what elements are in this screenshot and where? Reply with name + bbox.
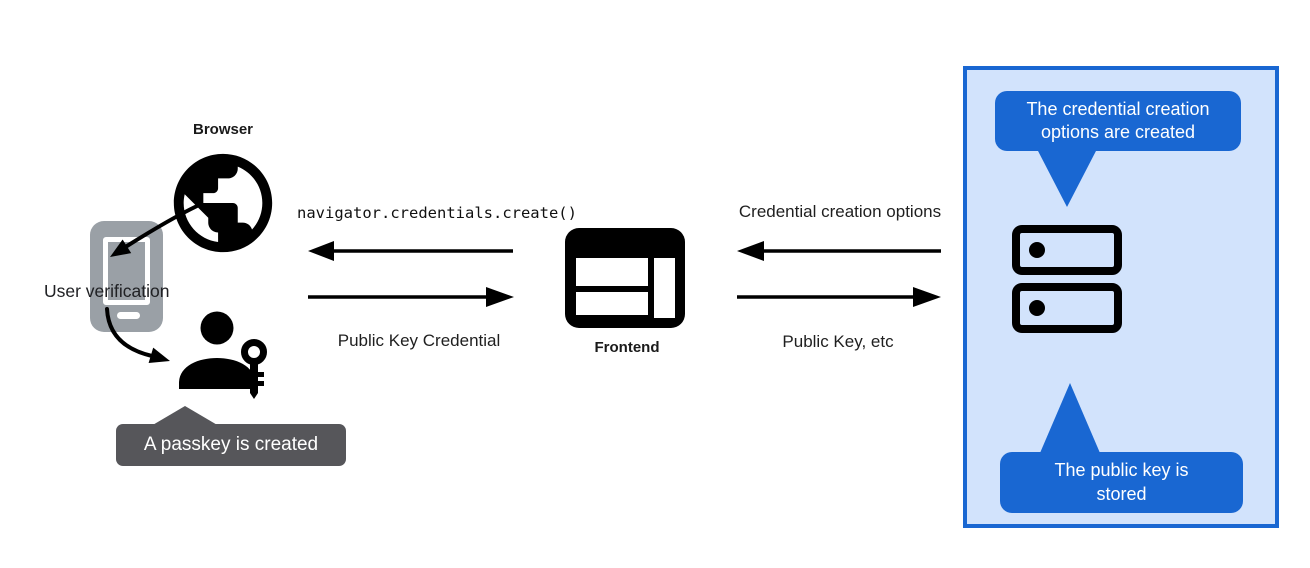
browser-label: Browser	[192, 121, 254, 138]
public-key-credential-label: Public Key Credential	[337, 331, 501, 350]
backend-top-callout: The credential creation options are crea…	[995, 91, 1241, 151]
public-key-etc-label: Public Key, etc	[782, 332, 894, 351]
passkey-callout-tail	[151, 406, 219, 426]
passkey-callout: A passkey is created	[116, 424, 346, 466]
phone-icon	[90, 221, 163, 332]
frontend-window-icon	[565, 228, 685, 328]
arrow-create-call	[308, 241, 513, 261]
user-verification-label: User verification	[44, 281, 170, 301]
credential-creation-options-label: Credential creation options	[738, 202, 942, 221]
backend-bottom-callout-text: The public key is stored	[1054, 460, 1189, 504]
create-call-label: navigator.credentials.create()	[297, 204, 577, 222]
backend-top-callout-text: The credential creation options are crea…	[1026, 98, 1210, 142]
server-icon	[1012, 225, 1122, 333]
globe-icon	[173, 153, 273, 253]
phone-homebar	[117, 312, 140, 319]
arrow-credential-creation-options	[737, 241, 941, 261]
passkey-callout-text: A passkey is created	[143, 434, 319, 455]
person-key-icon	[179, 311, 267, 399]
backend-bottom-callout: The public key is stored	[1000, 452, 1243, 513]
frontend-label: Frontend	[594, 339, 660, 356]
arrow-public-key-etc	[737, 287, 941, 307]
arrow-public-key-credential	[308, 287, 514, 307]
